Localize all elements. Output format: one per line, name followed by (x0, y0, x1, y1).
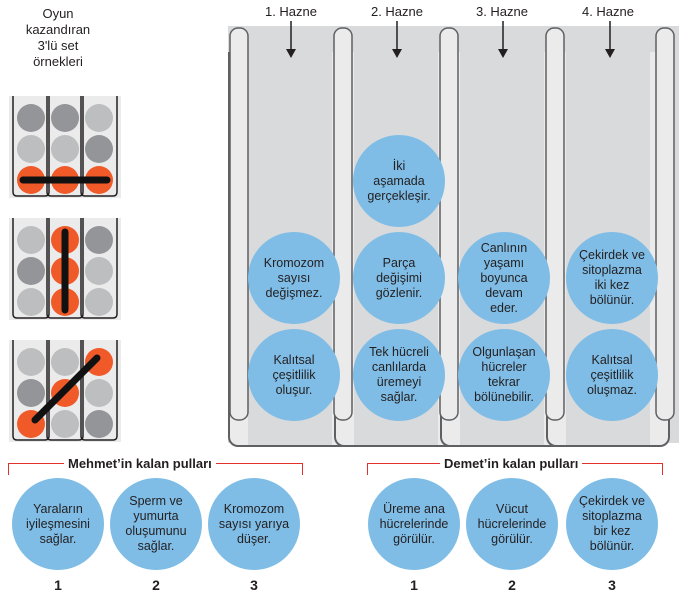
demet-piece-2[interactable]: Vücut hücrelerinde görülür. (466, 478, 558, 570)
down-arrow-icon (605, 21, 615, 58)
container-2-piece[interactable]: Parça değişimi gözlenir. (353, 232, 445, 324)
container-3-piece[interactable]: Olgunlaşan hücreler tekrar bölünebilir. (458, 329, 550, 421)
down-arrow-icon (498, 21, 508, 58)
example-row-win (9, 96, 121, 198)
tube-walls (229, 27, 675, 421)
examples-caption: Oyun kazandıran 3'lü set örnekleri (25, 6, 91, 69)
mehmet-piece-3-number: 3 (250, 577, 258, 593)
example-column-win (9, 218, 121, 320)
container-2-piece[interactable]: Tek hücreli canlılarda üremeyi sağlar. (353, 329, 445, 421)
mehmet-piece-2-number: 2 (152, 577, 160, 593)
demet-piece-1[interactable]: Üreme ana hücrelerinde görülür. (368, 478, 460, 570)
mehmet-piece-3[interactable]: Kromozom sayısı yarıya düşer. (208, 478, 300, 570)
down-arrow-icon (392, 21, 402, 58)
container-1-label: 1. Hazne (264, 4, 318, 19)
container-3-piece[interactable]: Canlının yaşamı boyunca devam eder. (458, 232, 550, 324)
container-4-piece[interactable]: Çekirdek ve sitoplazma iki kez bölünür. (566, 232, 658, 324)
mehmet-title: Mehmet’in kalan pulları (64, 456, 216, 471)
demet-piece-2-number: 2 (508, 577, 516, 593)
mehmet-piece-2[interactable]: Sperm ve yumurta oluşumunu sağlar. (110, 478, 202, 570)
container-2-label: 2. Hazne (370, 4, 424, 19)
container-1-piece[interactable]: Kalıtsal çeşitlilik oluşur. (248, 329, 340, 421)
container-1-piece[interactable]: Kromozom sayısı değişmez. (248, 232, 340, 324)
down-arrow-icon (286, 21, 296, 58)
demet-title: Demet’in kalan pulları (440, 456, 583, 471)
demet-piece-3[interactable]: Çekirdek ve sitoplazma bir kez bölünür. (566, 478, 658, 570)
container-4-piece[interactable]: Kalıtsal çeşitlilik oluşmaz. (566, 329, 658, 421)
mehmet-piece-1-number: 1 (54, 577, 62, 593)
demet-piece-1-number: 1 (410, 577, 418, 593)
demet-piece-3-number: 3 (608, 577, 616, 593)
mehmet-piece-1[interactable]: Yaraların iyileşmesini sağlar. (12, 478, 104, 570)
example-diagonal-win (9, 340, 121, 442)
container-3-label: 3. Hazne (475, 4, 529, 19)
container-4-label: 4. Hazne (581, 4, 635, 19)
container-2-piece[interactable]: İki aşamada gerçekleşir. (353, 135, 445, 227)
